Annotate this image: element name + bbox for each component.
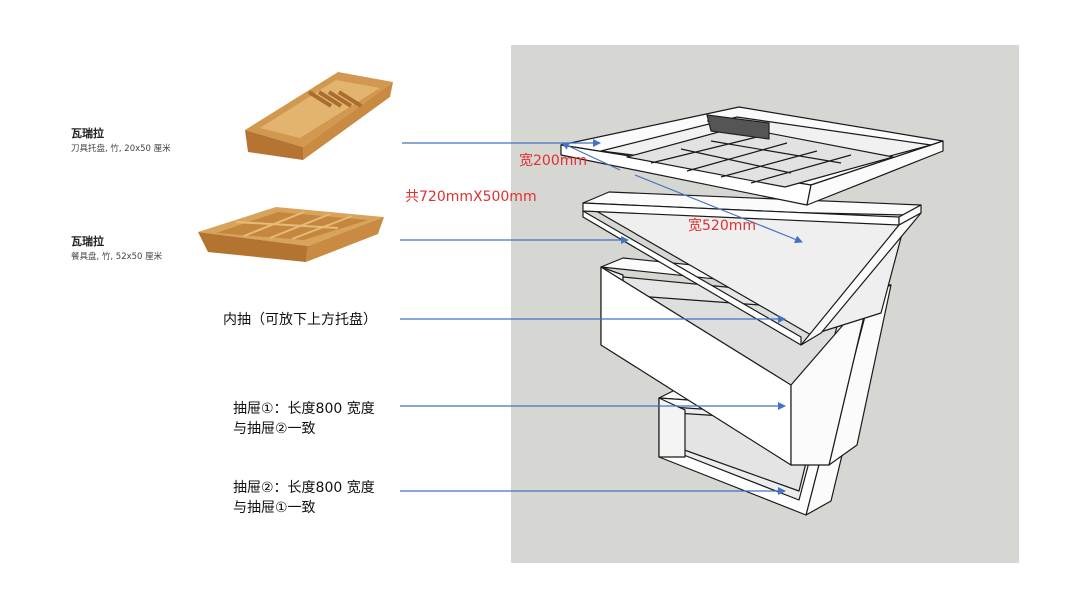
width-200-label: 宽200mm <box>519 153 587 169</box>
cutlery-tray-image <box>198 207 384 262</box>
drawer-2-label: 抽屉②：长度800 宽度 与抽屉①一致 <box>233 478 375 518</box>
product-1-desc: 刀具托盘, 竹, 20x50 厘米 <box>71 144 171 154</box>
drawer-1-line-2: 与抽屉②一致 <box>233 421 316 437</box>
dimension-line-200 <box>561 142 621 171</box>
inner-drawer-model <box>582 191 922 346</box>
drawer-1-label: 抽屉①：长度800 宽度 与抽屉②一致 <box>233 399 375 439</box>
inner-drawer-label: 内抽（可放下上方托盘） <box>223 312 377 328</box>
cutlery-tray-model <box>560 106 944 206</box>
drawer-1-line-1: 抽屉①：长度800 宽度 <box>233 401 375 417</box>
drawer-2-line-1: 抽屉②：长度800 宽度 <box>233 480 375 496</box>
total-size-label: 共720mmX500mm <box>405 189 537 205</box>
knife-tray-image <box>245 72 393 160</box>
product-1-name: 瓦瑞拉 <box>71 127 104 140</box>
dimension-line-520 <box>634 174 803 244</box>
product-2-name: 瓦瑞拉 <box>71 235 104 248</box>
width-520-label: 宽520mm <box>688 218 756 234</box>
model-panel <box>511 45 1019 563</box>
product-2-desc: 餐具盘, 竹, 52x50 厘米 <box>71 252 163 262</box>
drawer-2-line-2: 与抽屉①一致 <box>233 500 316 516</box>
